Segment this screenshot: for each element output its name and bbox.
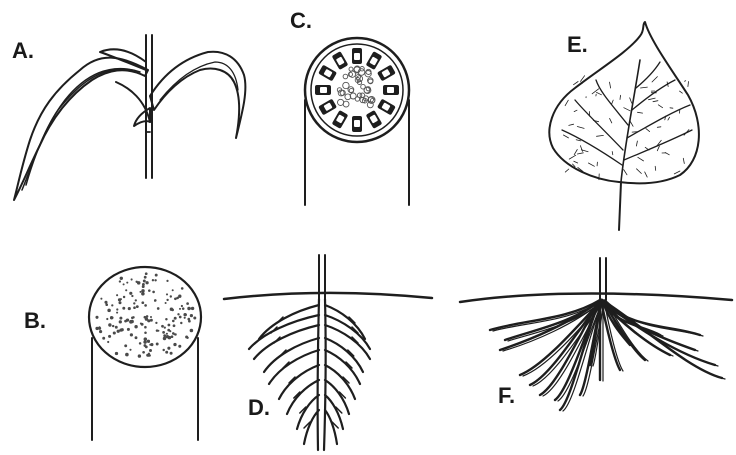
panel-label-a: A.: [12, 40, 34, 62]
panel-label-b: B.: [24, 310, 46, 332]
panel-label-d: D.: [248, 397, 270, 419]
panel-label-e: E.: [567, 34, 588, 56]
panel-label-f: F.: [498, 385, 515, 407]
scattered-bundle-cross-section: [89, 267, 201, 440]
panel-label-c: C.: [290, 10, 312, 32]
monocot-plant-drawing: [14, 35, 245, 200]
taproot-system-drawing: [224, 255, 432, 450]
ring-bundle-cross-section: [305, 38, 409, 205]
